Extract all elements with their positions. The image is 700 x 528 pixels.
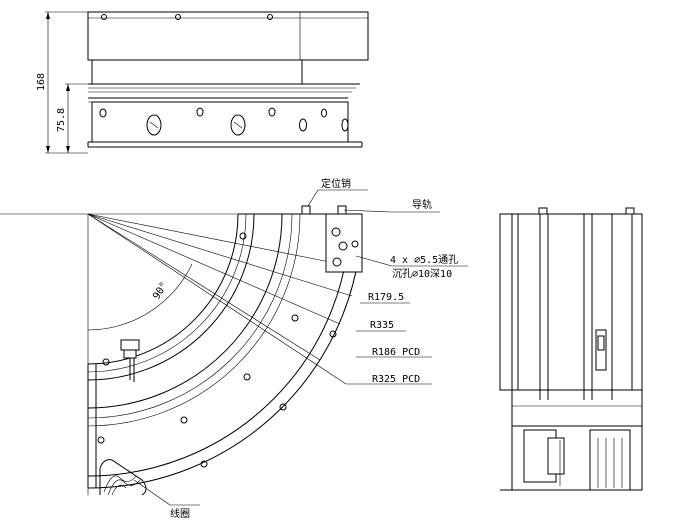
label-holes-through: 4 x ∅5.5通孔	[390, 254, 458, 266]
right-side-view	[499, 207, 643, 491]
label-coil: 线圈	[170, 507, 190, 520]
dimension-r335: R335	[370, 320, 394, 331]
dimension-r325-pcd: R325 PCD	[372, 374, 420, 385]
dimension-r179-5: R179.5	[368, 292, 404, 303]
dimension-75-8: 75.8	[56, 108, 67, 132]
arc-plan-view	[0, 205, 363, 496]
dimension-168: 168	[36, 73, 47, 91]
vertical-dimensions	[45, 11, 88, 154]
label-locating-pin: 定位销	[321, 177, 351, 190]
dimension-r186-pcd: R186 PCD	[372, 347, 420, 358]
label-holes-counterbore: 沉孔∅10深10	[392, 267, 452, 280]
top-elevation-view	[87, 11, 369, 148]
callout-leaders	[133, 189, 468, 506]
label-guide-rail: 导轨	[412, 198, 432, 211]
